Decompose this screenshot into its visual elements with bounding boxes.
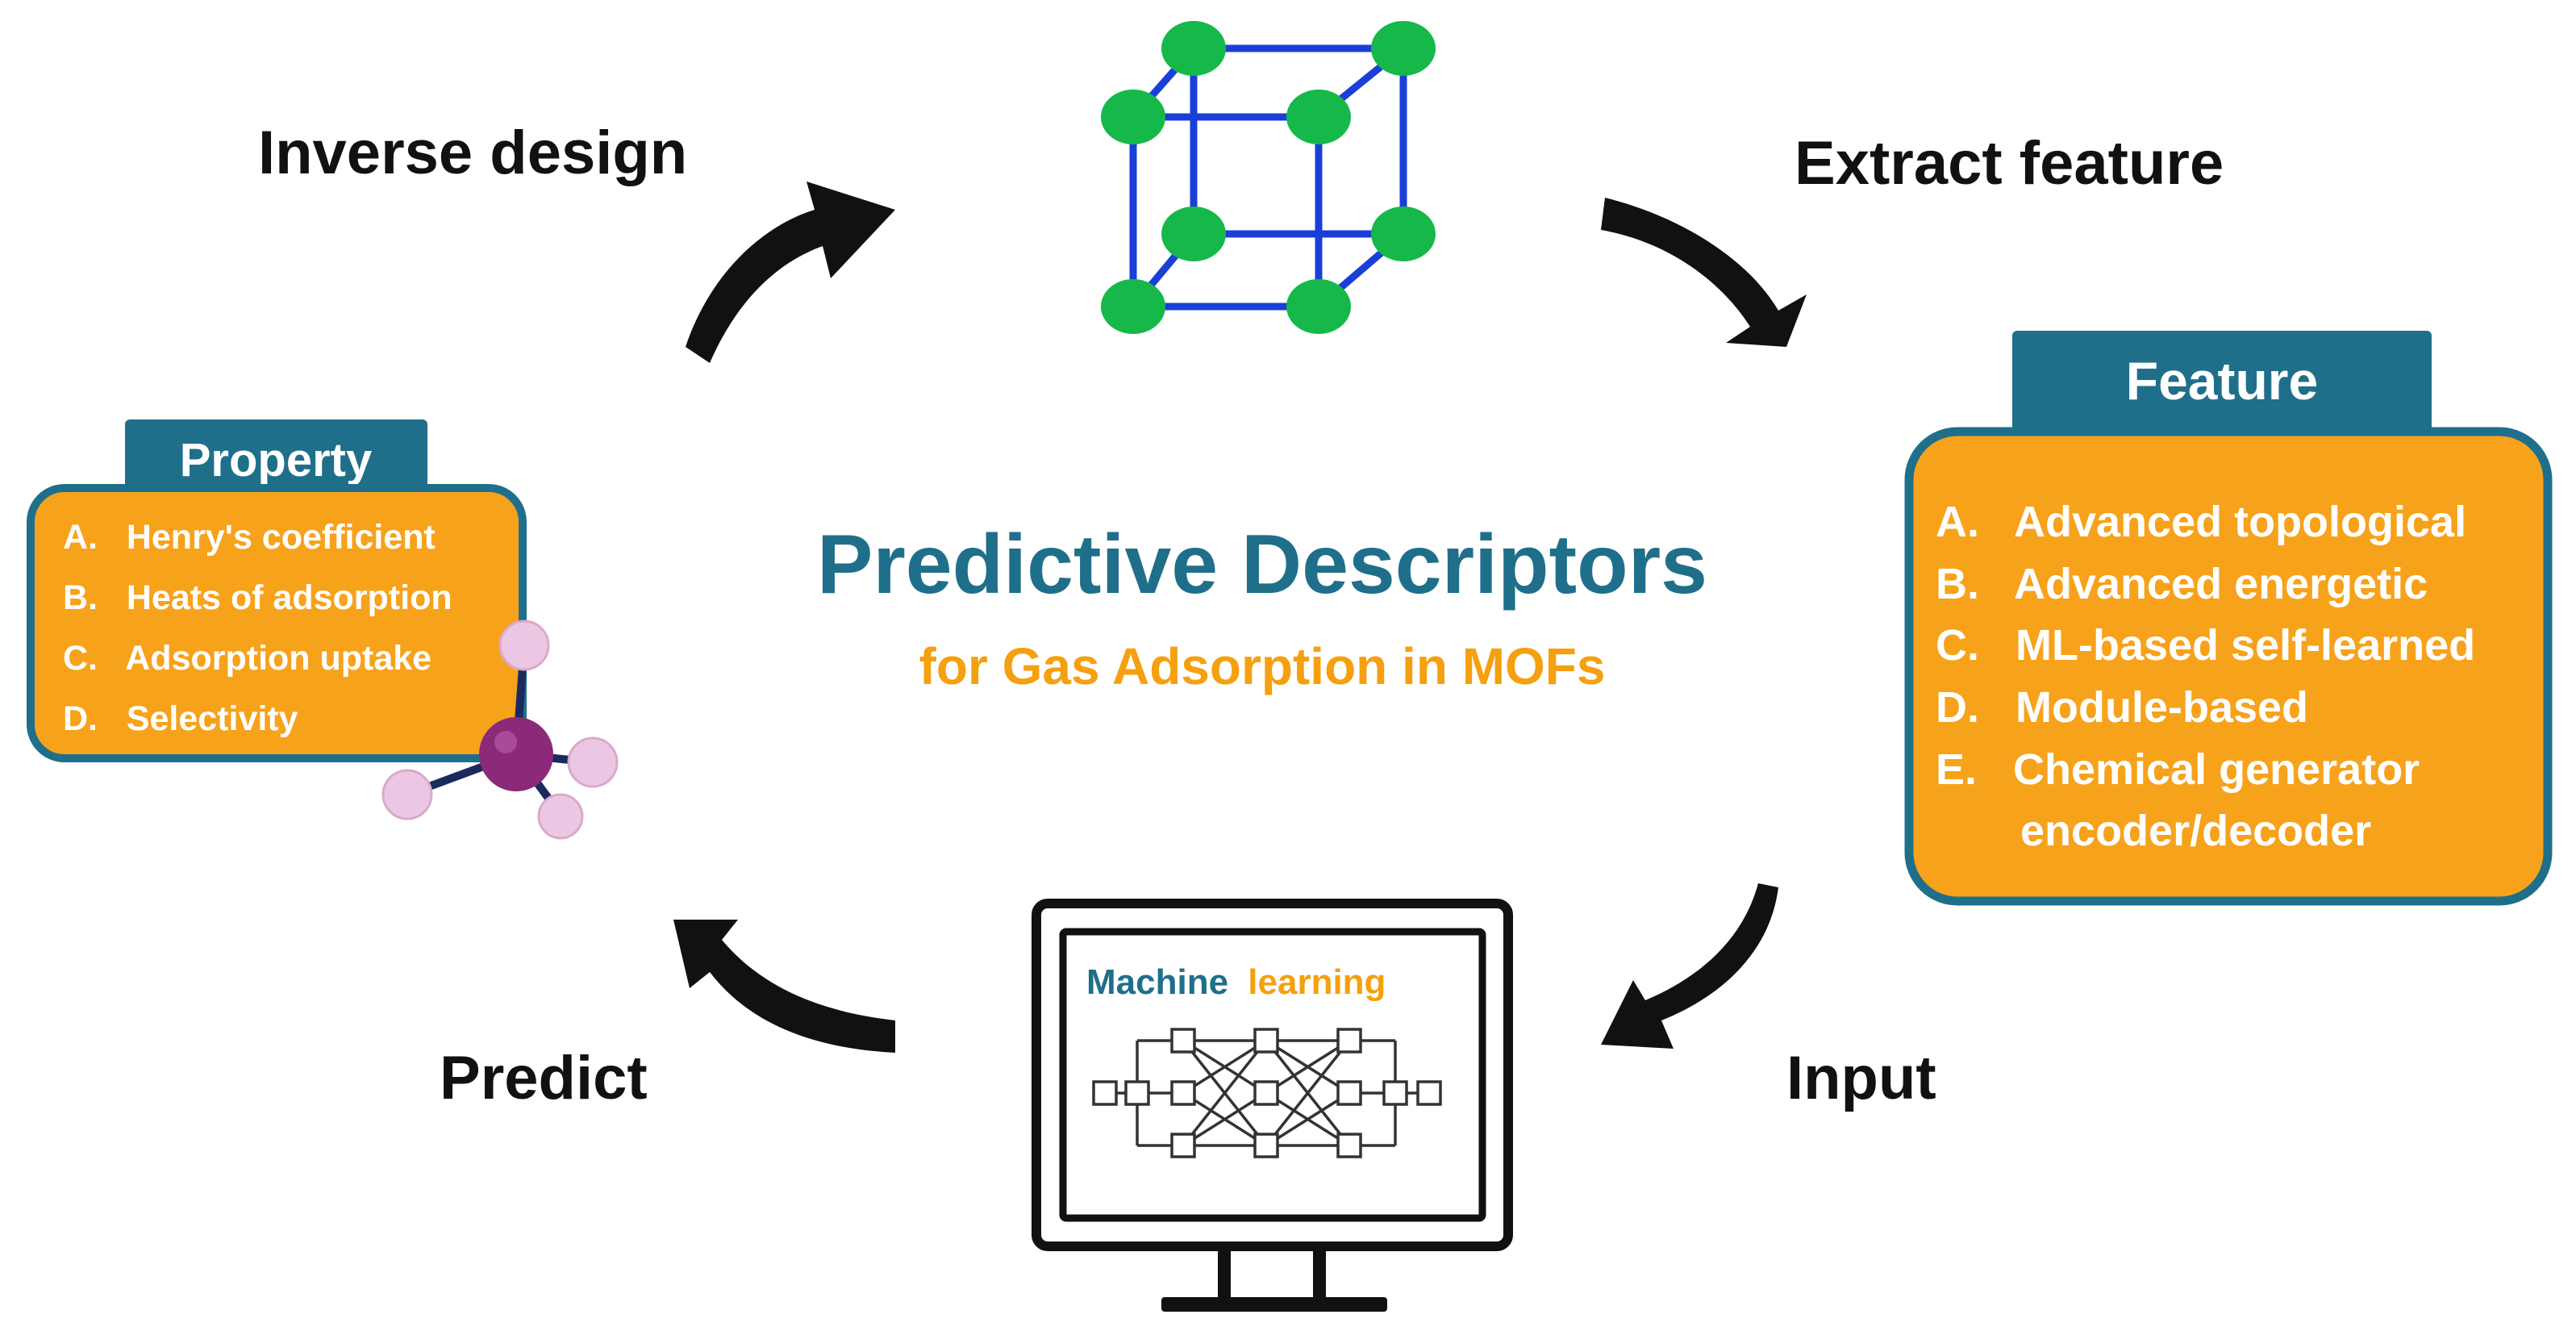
neural-network-icon bbox=[1092, 1028, 1442, 1158]
diagram-subtitle: for Gas Adsorption in MOFs bbox=[919, 637, 1606, 695]
extract-feature-label: Extract feature bbox=[1794, 129, 2224, 198]
property-item: D. Selectivity bbox=[63, 699, 298, 738]
methane-molecule-icon bbox=[381, 620, 619, 840]
feature-item: encoder/decoder bbox=[1936, 807, 2371, 855]
learning-label: learning bbox=[1248, 962, 1386, 1002]
diagram-title: Predictive Descriptors bbox=[817, 518, 1707, 611]
inverse-design-arrow-icon bbox=[686, 182, 895, 363]
feature-item: D. Module-based bbox=[1936, 683, 2308, 732]
predict-label: Predict bbox=[440, 1044, 648, 1112]
property-item: C. Adsorption uptake bbox=[63, 639, 431, 678]
machine-label: Machine bbox=[1086, 962, 1228, 1002]
feature-item: A. Advanced topological bbox=[1936, 498, 2466, 546]
extract-feature-arrow-icon bbox=[1601, 198, 1807, 347]
predict-arrow-icon bbox=[673, 920, 895, 1053]
feature-body bbox=[1904, 427, 2553, 906]
property-tab bbox=[125, 419, 427, 494]
crystal-lattice-icon bbox=[1101, 21, 1436, 334]
property-item: B. Heats of adsorption bbox=[63, 578, 452, 617]
property-item: A. Henry's coefficient bbox=[63, 518, 436, 557]
feature-item: B. Advanced energetic bbox=[1936, 560, 2428, 608]
feature-box: Feature A. Advanced topological B. Advan… bbox=[1904, 331, 2553, 906]
feature-tab bbox=[2012, 331, 2432, 432]
feature-item: E. Chemical generator bbox=[1936, 745, 2420, 794]
inverse-design-label: Inverse design bbox=[258, 119, 687, 187]
input-arrow-icon bbox=[1601, 883, 1778, 1049]
feature-item: C. ML-based self-learned bbox=[1936, 621, 2475, 670]
property-tab-label: Property bbox=[180, 434, 373, 486]
input-label: Input bbox=[1786, 1044, 1936, 1112]
feature-tab-label: Feature bbox=[2126, 351, 2318, 411]
machine-learning-label: Machine learning bbox=[1086, 962, 1386, 1002]
property-box: Property A. Henry's coefficient B. Heats… bbox=[27, 419, 527, 762]
